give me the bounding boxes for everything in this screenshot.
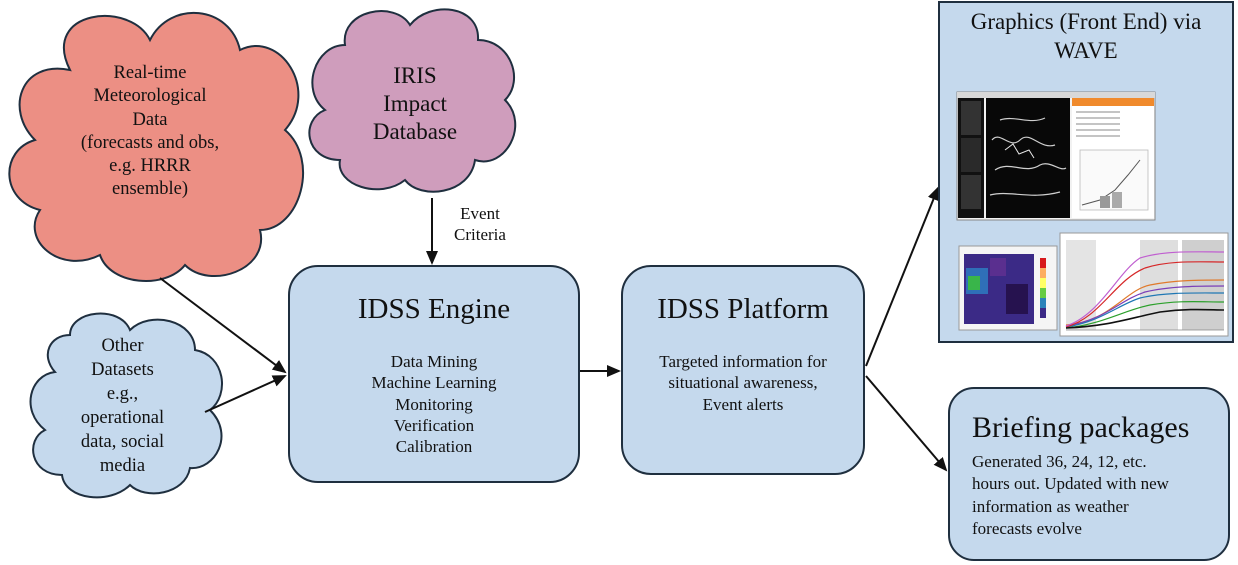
- other-datasets-label: Other Datasets e.g., operational data, s…: [50, 334, 195, 478]
- other-line-4: operational: [80, 408, 165, 429]
- arrow-platform-to-graphics: [865, 186, 940, 367]
- realtime-data-label: Real-time Meteorological Data (forecasts…: [60, 62, 240, 202]
- idss-platform-description: Targeted information for situational awa…: [623, 351, 863, 415]
- briefing-line-1: Generated 36, 24, 12, etc.: [972, 452, 1147, 471]
- briefing-packages-title: Briefing packages: [972, 411, 1190, 444]
- other-line-1: Other: [101, 336, 144, 356]
- idss-engine-functions: Data Mining Machine Learning Monitoring …: [290, 351, 578, 457]
- event-criteria-line-1: Event: [460, 204, 500, 223]
- briefing-line-4: forecasts evolve: [972, 519, 1082, 539]
- idss-platform-box: IDSS Platform Targeted information for s…: [621, 265, 865, 475]
- engine-function-1: Data Mining: [390, 352, 478, 371]
- briefing-packages-description: Generated 36, 24, 12, etc. hours out. Up…: [950, 451, 1228, 541]
- graphics-title-line-1: Graphics (Front End) via: [970, 9, 1202, 34]
- other-line-5: data, social: [80, 432, 165, 453]
- idss-platform-title: IDSS Platform: [657, 293, 829, 325]
- engine-function-4: Verification: [393, 415, 475, 435]
- realtime-line-3: Data: [132, 109, 168, 130]
- graphics-title-line-2: WAVE: [1054, 37, 1118, 63]
- other-line-6: media: [99, 456, 146, 477]
- realtime-line-1: Real-time: [113, 63, 187, 83]
- platform-line-1: Targeted information for: [659, 352, 827, 371]
- realtime-line-2: Meteorological: [93, 86, 207, 107]
- realtime-line-6: ensemble): [111, 179, 189, 200]
- wave-map-viewer-screenshot: [956, 91, 1156, 221]
- realtime-line-5: e.g. HRRR: [109, 156, 191, 177]
- cloud-realtime-data: [8, 11, 304, 282]
- wave-heatmap-screenshot: [958, 245, 1058, 331]
- cloud-other-datasets: [29, 312, 223, 499]
- platform-line-2: situational awareness,: [668, 373, 818, 393]
- idss-engine-box: IDSS Engine Data Mining Machine Learning…: [288, 265, 580, 483]
- event-criteria-line-2: Criteria: [454, 225, 506, 245]
- briefing-line-3: information as weather: [972, 496, 1129, 516]
- arrow-other-to-engine: [204, 375, 287, 413]
- engine-function-3: Monitoring: [395, 394, 473, 414]
- wave-ensemble-chart-screenshot: [1059, 232, 1229, 337]
- other-line-3: e.g.,: [106, 384, 139, 405]
- other-line-2: Datasets: [91, 360, 154, 381]
- iris-line-1: IRIS: [393, 63, 437, 88]
- iris-line-2: Impact: [383, 91, 447, 117]
- idss-engine-title: IDSS Engine: [357, 293, 511, 325]
- engine-function-2: Machine Learning: [371, 373, 497, 393]
- arrow-realtime-to-engine: [159, 277, 287, 374]
- cloud-iris-database: [308, 8, 517, 193]
- graphics-title: Graphics (Front End) via WAVE: [942, 8, 1230, 66]
- briefing-line-2: hours out. Updated with new: [972, 474, 1169, 494]
- platform-line-3: Event alerts: [702, 394, 784, 414]
- iris-line-3: Database: [372, 119, 458, 145]
- event-criteria-label: Event Criteria: [440, 203, 520, 246]
- engine-function-5: Calibration: [395, 437, 473, 456]
- briefing-packages-box: Briefing packages Generated 36, 24, 12, …: [948, 387, 1230, 561]
- iris-database-label: IRIS Impact Database: [345, 62, 485, 146]
- realtime-line-4: (forecasts and obs,: [80, 132, 220, 153]
- arrow-platform-to-briefing: [865, 375, 948, 472]
